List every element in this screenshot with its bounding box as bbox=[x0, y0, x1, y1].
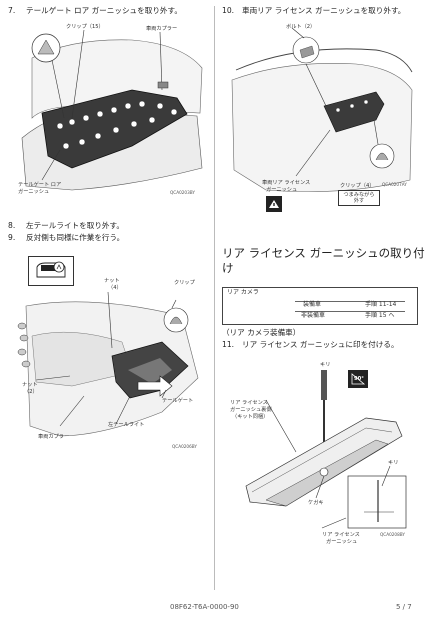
figure-rear-license-garnish: ボルト（2） 車両リア ライセンス ガーニッシュ クリップ（4） つまみながら … bbox=[226, 20, 416, 216]
doc-code: 08F62-T6A-0000-90 bbox=[170, 603, 239, 611]
subheading: （リア カメラ装備車） bbox=[222, 328, 301, 337]
step-8: 8.左テールライトを取り外す。 bbox=[8, 221, 124, 230]
label-clip-3: クリップ（4） bbox=[340, 183, 375, 189]
label-connector: 車両カプラー bbox=[146, 26, 178, 32]
label-clip: クリップ（15） bbox=[66, 24, 104, 30]
label-scribe: ケガキ bbox=[308, 500, 324, 506]
label-garnish-2: ガーニッシュ bbox=[18, 189, 50, 195]
figure-tail-light: ナット （4） クリップ ナット （2） テールゲート 車両カプラー 左テールラ… bbox=[12, 278, 208, 454]
label-garnish-5a: リア ライセンス bbox=[322, 532, 360, 538]
page-number: 5 / 7 bbox=[396, 603, 412, 611]
condition-header: リア カメラ bbox=[227, 289, 259, 296]
label-marker-2: キリ bbox=[388, 460, 399, 466]
condition-table: リア カメラ 装備車 手順 11-14 非装備車 手順 15 へ bbox=[222, 287, 418, 325]
label-nut4-2: （4） bbox=[108, 285, 122, 291]
label-garnish-3b: ガーニッシュ bbox=[266, 187, 298, 193]
tailgate-illustration bbox=[21, 29, 203, 191]
label-angle: 90° bbox=[354, 376, 364, 382]
figure-code: QCA0203BY bbox=[170, 190, 195, 195]
section-title-1: リア ライセンス ガーニッシュの取り付 bbox=[222, 246, 425, 260]
label-clip-2: クリップ bbox=[174, 280, 195, 286]
figure-code-4: QCA0208BY bbox=[380, 532, 405, 537]
figure-tailgate-lower-garnish: クリップ（15） 車両カプラー テールゲート ロア ガーニッシュ QCA0203… bbox=[12, 18, 208, 200]
step-7: 7.テールゲート ロア ガーニッシュを取り外す。 bbox=[8, 6, 182, 15]
figure-marking: キリ 90° リア ライセンス ガーニッシュ裏側 （キット同梱） ケガキ キリ … bbox=[226, 356, 416, 578]
label-garnish-4a: リア ライセンス bbox=[230, 400, 268, 406]
step-10: 10.車両リア ライセンス ガーニッシュを取り外す。 bbox=[222, 6, 406, 15]
note-line-1: つまみながら bbox=[343, 192, 375, 198]
step-9: 9.反対側も同様に作業を行う。 bbox=[8, 233, 125, 242]
label-garnish-4b: ガーニッシュ裏側 bbox=[230, 407, 272, 413]
label-bolt: ボルト（2） bbox=[286, 24, 316, 30]
label-garnish-3a: 車両リア ライセンス bbox=[262, 180, 311, 186]
row-1-label: 装備車 bbox=[303, 301, 322, 308]
row-2-value: 手順 15 へ bbox=[365, 312, 395, 319]
column-divider bbox=[214, 6, 215, 590]
label-marker: キリ bbox=[320, 362, 331, 368]
label-nut2-2: （2） bbox=[24, 389, 38, 395]
figure-code-3: QCA0207AY bbox=[382, 182, 407, 187]
caution-icon bbox=[266, 196, 282, 212]
label-tailgate: テールゲート bbox=[162, 398, 194, 404]
figure-code-2: QCA0206BY bbox=[172, 444, 197, 449]
label-garnish-4c: （キット同梱） bbox=[232, 414, 269, 420]
step-11: 11.リア ライセンス ガーニッシュに印を付ける。 bbox=[222, 340, 399, 349]
label-connector-2: 車両カプラー bbox=[38, 434, 70, 440]
marking-illustration bbox=[245, 370, 407, 529]
row-2-label: 非装備車 bbox=[301, 312, 326, 319]
row-1-value: 手順 11-14 bbox=[365, 301, 397, 308]
label-garnish-1: テールゲート ロア bbox=[18, 182, 62, 188]
section-title-2: け bbox=[222, 261, 234, 275]
label-nut2-1: ナット bbox=[22, 382, 38, 388]
label-left-tail-light: 左テールライト bbox=[108, 422, 145, 428]
tail-light-illustration bbox=[17, 291, 199, 437]
label-nut4-1: ナット bbox=[104, 278, 120, 284]
note-line-2: 外す bbox=[353, 198, 365, 204]
rear-license-illustration bbox=[231, 27, 413, 192]
car-side-icon bbox=[28, 256, 74, 286]
note-box: つまみながら 外す bbox=[338, 190, 380, 206]
label-garnish-5b: ガーニッシュ bbox=[326, 539, 358, 545]
